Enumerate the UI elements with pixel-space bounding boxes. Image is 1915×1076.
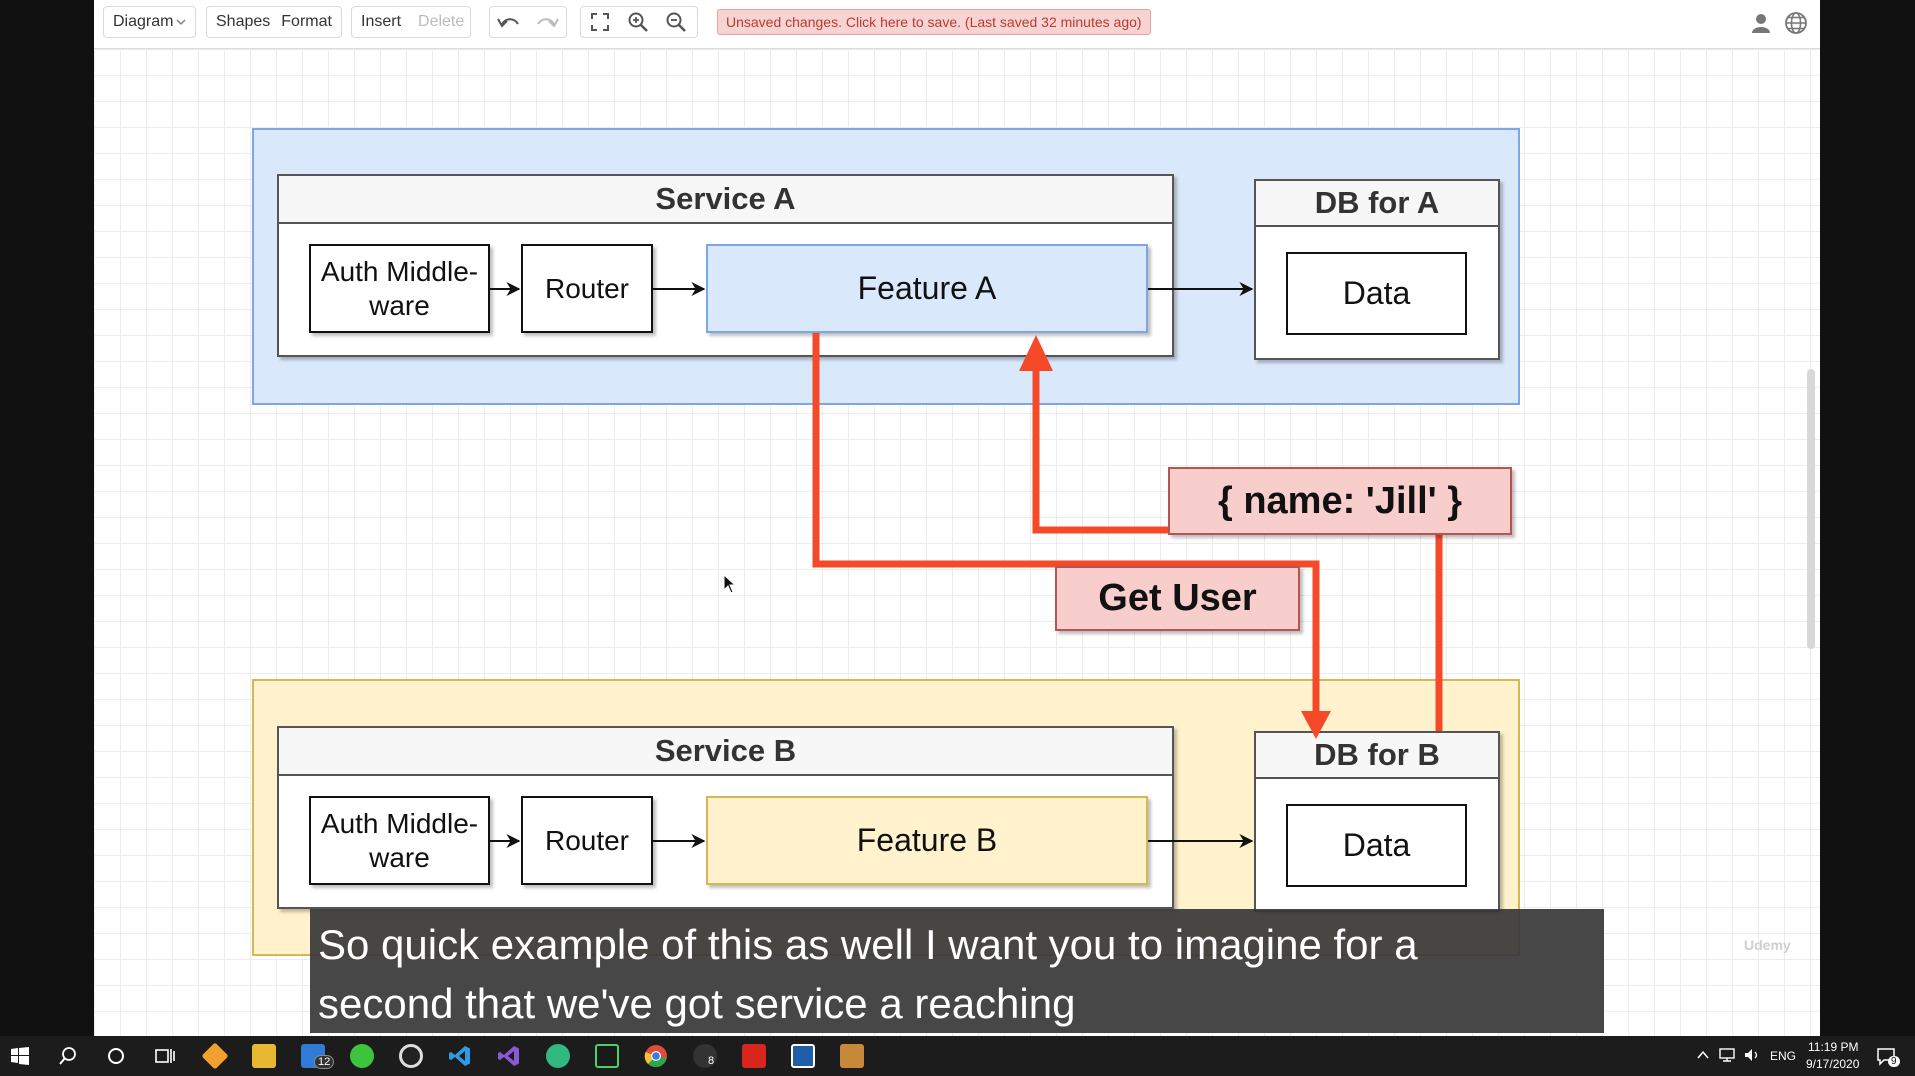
- diagram-menu[interactable]: Diagram: [103, 6, 196, 38]
- task-view-icon[interactable]: [154, 1046, 176, 1071]
- mail-badge: 12: [314, 1055, 335, 1069]
- service-b-title: Service B: [279, 728, 1172, 776]
- diagram-canvas[interactable]: Service A Auth Middle- ware Router Featu…: [94, 49, 1820, 1036]
- response-line: [1032, 367, 1443, 731]
- pycharm-icon[interactable]: [595, 1044, 619, 1068]
- db-b-data[interactable]: Data: [1286, 804, 1467, 887]
- service-a-router[interactable]: Router: [521, 244, 653, 333]
- toolbar: Diagram Shapes Format Insert Delete: [94, 0, 1820, 49]
- file-explorer-icon[interactable]: [252, 1044, 276, 1068]
- subtitle-line-2: second that we've got service a reaching: [318, 980, 1076, 1027]
- mouse-cursor-icon: [723, 573, 737, 599]
- format-button[interactable]: Format: [281, 13, 332, 30]
- video-subtitle: So quick example of this as well I want …: [310, 909, 1604, 1033]
- volume-icon[interactable]: [1743, 1047, 1761, 1068]
- app-eight-icon[interactable]: [693, 1044, 717, 1068]
- get-user-request-line: [812, 333, 1320, 714]
- wechat-icon[interactable]: [350, 1044, 374, 1068]
- service-a-auth-middleware[interactable]: Auth Middle- ware: [309, 244, 490, 333]
- language-indicator[interactable]: ENG: [1770, 1049, 1797, 1063]
- get-user-label[interactable]: Get User: [1055, 566, 1300, 631]
- chevron-down-icon: [176, 13, 186, 31]
- response-data-label[interactable]: { name: 'Jill' }: [1168, 467, 1512, 535]
- undo-icon[interactable]: [490, 7, 528, 37]
- shapes-format-group: Shapes Format: [206, 6, 342, 38]
- insert-button[interactable]: Insert: [361, 13, 402, 30]
- service-b-router[interactable]: Router: [521, 796, 653, 885]
- subtitle-line-1: So quick example of this as well I want …: [318, 921, 1418, 968]
- request-arrowhead: [1301, 711, 1331, 739]
- git-app-icon[interactable]: [201, 1042, 229, 1070]
- delete-button[interactable]: Delete: [418, 13, 465, 30]
- db-a-data[interactable]: Data: [1286, 252, 1467, 335]
- notifications-badge: 9: [1888, 1056, 1900, 1067]
- shapes-button[interactable]: Shapes: [216, 13, 271, 30]
- udemy-watermark: Udemy: [1744, 937, 1791, 953]
- vertical-scrollbar[interactable]: [1807, 369, 1815, 649]
- cortana-icon[interactable]: [106, 1046, 126, 1071]
- search-icon[interactable]: [58, 1046, 78, 1071]
- atom-app-icon[interactable]: [546, 1044, 570, 1068]
- fullscreen-icon[interactable]: [581, 7, 619, 37]
- insert-delete-group: Insert Delete: [351, 6, 471, 38]
- user-icon[interactable]: [1750, 12, 1772, 39]
- windows-start-icon[interactable]: [10, 1046, 30, 1071]
- visual-studio-icon[interactable]: [497, 1044, 521, 1073]
- drawio-app: Diagram Shapes Format Insert Delete: [94, 0, 1820, 1036]
- unsaved-changes-notice[interactable]: Unsaved changes. Click here to save. (La…: [717, 9, 1151, 35]
- acrobat-icon[interactable]: [742, 1044, 766, 1068]
- diagram-menu-label: Diagram: [113, 13, 174, 30]
- view-group: [580, 6, 698, 38]
- package-app-icon[interactable]: [840, 1044, 864, 1068]
- db-a-title: DB for A: [1256, 181, 1498, 227]
- windows-taskbar: 12 8 ENG 11:19 PM 9/17/2020 9: [0, 1036, 1915, 1076]
- service-a-title: Service A: [279, 176, 1172, 224]
- redo-icon[interactable]: [528, 7, 566, 37]
- tray-chevron-up-icon[interactable]: [1696, 1048, 1710, 1067]
- notifications-icon[interactable]: [1876, 1046, 1896, 1071]
- undo-redo-group: [489, 6, 567, 38]
- network-icon[interactable]: [1718, 1047, 1736, 1068]
- zoom-in-icon[interactable]: [619, 7, 657, 37]
- service-a-feature[interactable]: Feature A: [706, 244, 1148, 333]
- db-b-title: DB for B: [1256, 733, 1498, 779]
- chrome-icon[interactable]: [644, 1044, 668, 1073]
- connectors: [490, 282, 1443, 848]
- app-eight-badge: 8: [708, 1055, 715, 1067]
- service-b-auth-middleware[interactable]: Auth Middle- ware: [309, 796, 490, 885]
- media-app-icon[interactable]: [399, 1044, 423, 1068]
- clock-time[interactable]: 11:19 PM: [1808, 1040, 1859, 1054]
- zoom-out-icon[interactable]: [657, 7, 695, 37]
- app-k-icon[interactable]: [791, 1044, 815, 1068]
- service-b-feature[interactable]: Feature B: [706, 796, 1148, 885]
- response-arrowhead: [1019, 335, 1053, 371]
- globe-icon[interactable]: [1784, 11, 1808, 40]
- vscode-icon[interactable]: [448, 1044, 472, 1073]
- clock-date[interactable]: 9/17/2020: [1806, 1057, 1860, 1071]
